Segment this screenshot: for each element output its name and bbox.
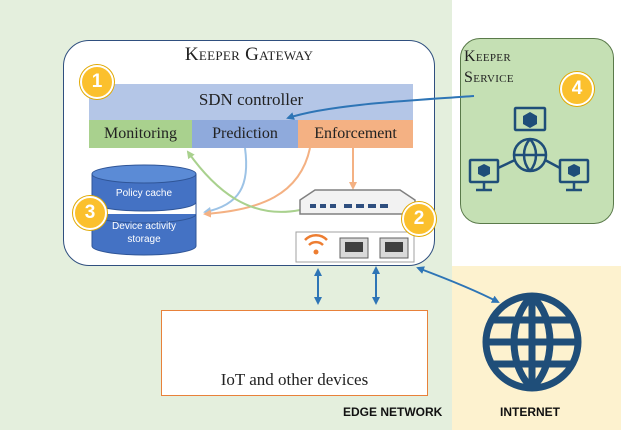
sdn-controller-bar: [89, 84, 413, 120]
internet-label: INTERNET: [500, 405, 560, 419]
service-to-controller-arrow: [286, 95, 475, 120]
keeper-service-title-line1: Keeper: [464, 48, 511, 65]
step-badge-1: 1: [80, 65, 114, 99]
cube-icons: [478, 112, 580, 177]
devices-label: IoT and other devices: [220, 370, 369, 389]
device-activity-line1: Device activity: [112, 221, 176, 232]
wifi-icon: [304, 233, 328, 255]
step-badge-3: 3: [73, 196, 107, 230]
cloud-network-icon: [468, 106, 590, 192]
prediction-to-storage-arrow: [203, 147, 248, 215]
enforcement-to-storage-arrow: [203, 147, 311, 218]
router-to-monitoring-arrow: [186, 150, 301, 213]
step-badge-2: 2: [402, 202, 436, 236]
router-internet-link-arrow: [416, 266, 500, 303]
device-activity-storage-label: Device activity storage: [92, 220, 196, 246]
sdn-controller-label: SDN controller: [198, 90, 304, 109]
step-badge-4: 4: [560, 72, 594, 106]
monitoring-module: Monitoring: [89, 120, 192, 148]
policy-cache-label: Policy cache: [115, 188, 173, 199]
keeper-gateway-title: Keeper Gateway: [184, 44, 314, 65]
edge-network-label: EDGE NETWORK: [343, 405, 443, 419]
router-icon: [295, 189, 416, 263]
prediction-module: Prediction: [192, 120, 298, 148]
devices-box: [161, 310, 428, 396]
keeper-service-title-line2: Service: [464, 69, 514, 86]
device-activity-line2: storage: [127, 234, 161, 245]
enforcement-module: Enforcement: [298, 120, 413, 148]
keeper-service-title: Keeper Service: [464, 46, 564, 88]
globe-icon: [482, 292, 582, 392]
